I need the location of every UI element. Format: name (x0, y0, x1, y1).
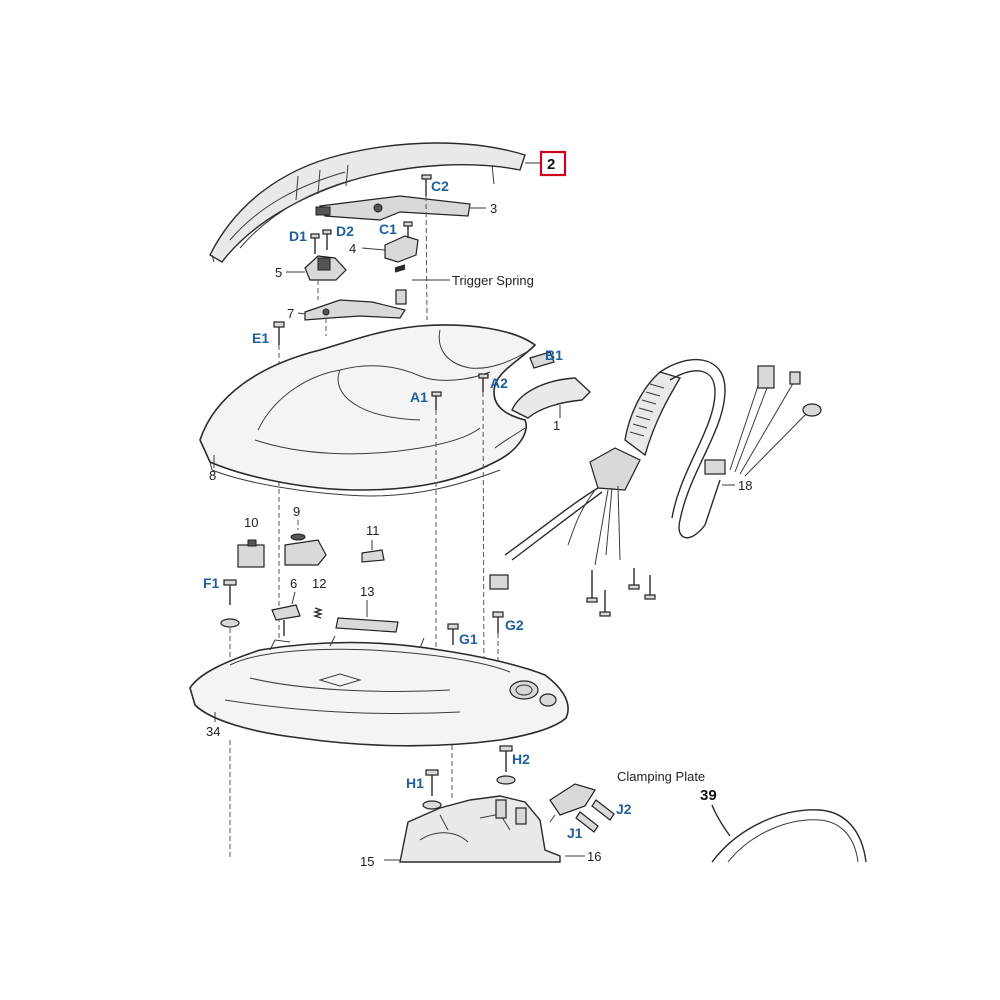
screw-label-g1: G1 (459, 631, 478, 647)
screw-label-j2: J2 (616, 801, 632, 817)
part-11-clip: 11 (361, 523, 385, 563)
part-12-spring: 12 (312, 576, 326, 619)
screw-label-h2: H2 (512, 751, 530, 767)
screw-label-a1: A1 (410, 389, 428, 405)
screw-label-d1: D1 (289, 228, 307, 244)
screw-label-c2: C2 (431, 178, 449, 194)
pin-b1: B1 (529, 347, 563, 369)
screws-d1-d2: D1 D2 (289, 223, 354, 254)
screw-label-c1: C1 (379, 221, 397, 237)
trigger-spring: Trigger Spring (394, 264, 534, 305)
part-1-cap: 1 (511, 377, 592, 433)
part-5-latch: 5 (275, 255, 347, 300)
part-label-3: 3 (490, 201, 497, 216)
part-13-rod: 13 (335, 584, 399, 633)
part-label-39: 39 (700, 787, 717, 804)
screw-label-d2: D2 (336, 223, 354, 239)
part-label-9: 9 (293, 504, 300, 519)
part-label-6: 6 (290, 576, 297, 591)
part-label-4: 4 (349, 241, 356, 256)
part-label-7: 7 (287, 306, 294, 321)
part-34-base-housing: 34 (189, 635, 569, 860)
part-2-callout: 2 (525, 150, 567, 177)
screws-g1-g2: G1 G2 (447, 611, 524, 680)
parts-15-16-lower-body: 15 16 (360, 795, 601, 869)
screw-label-b1: B1 (545, 347, 563, 363)
part-label-34: 34 (206, 724, 220, 739)
part-2-mesh-cover (209, 142, 526, 263)
screw-label-h1: H1 (406, 775, 424, 791)
screw-label-j1: J1 (567, 825, 583, 841)
pins-j1-j2: J1 J2 (567, 799, 632, 841)
clamping-plate-label: Clamping Plate (617, 769, 705, 784)
part-6-bracket: 6 (271, 576, 301, 636)
screw-c2: C2 (421, 174, 449, 321)
part-label-10: 10 (244, 515, 258, 530)
screws-h1-h2: H1 H2 (406, 745, 530, 810)
screw-f1: F1 (203, 575, 240, 690)
part-9-module: 9 (284, 504, 327, 566)
trigger-spring-label: Trigger Spring (452, 273, 534, 288)
part-2-highlight-box (539, 150, 567, 177)
handle-screws (586, 568, 656, 617)
screw-label-f1: F1 (203, 575, 220, 591)
part-8-top-shell: 8 (199, 324, 537, 497)
screws-a1-a2: A1 A2 (410, 373, 508, 681)
screw-label-e1: E1 (252, 330, 269, 346)
part-18-handle-assembly: 18 (489, 359, 822, 617)
screw-label-a2: A2 (490, 375, 508, 391)
part-label-5: 5 (275, 265, 282, 280)
part-label-12: 12 (312, 576, 326, 591)
clamping-plate: Clamping Plate (549, 769, 705, 823)
part-7-lever: 7 (287, 299, 406, 336)
screw-label-g2: G2 (505, 617, 524, 633)
part-4-bracket: 4 C1 (349, 221, 419, 263)
part-label-16: 16 (587, 849, 601, 864)
part-label-15: 15 (360, 854, 374, 869)
part-label-11: 11 (366, 523, 380, 538)
part-10-switch: 10 (237, 515, 265, 568)
part-label-2: 2 (547, 156, 555, 173)
part-label-18: 18 (738, 478, 752, 493)
part-39-cover: 39 (700, 787, 867, 863)
part-label-8: 8 (209, 468, 216, 483)
part-label-1: 1 (553, 418, 560, 433)
part-3-trigger-plate: 3 (315, 195, 497, 221)
part-label-13: 13 (360, 584, 374, 599)
